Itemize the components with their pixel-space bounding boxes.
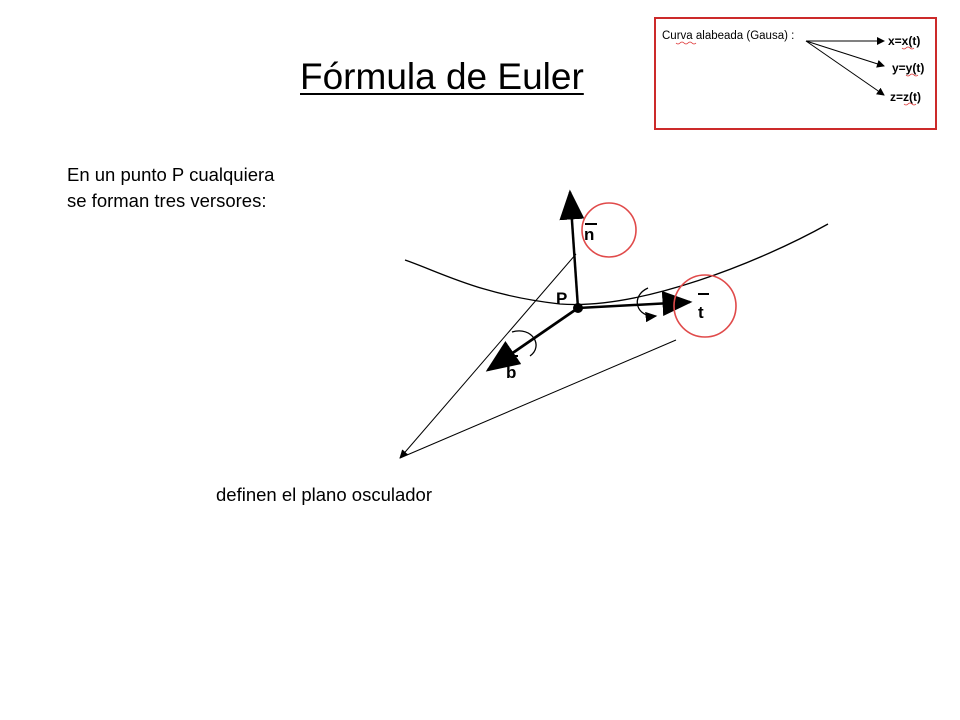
spellcheck-underline (903, 102, 917, 106)
binormal-rotation-arrow (511, 330, 537, 357)
inset-arrow-z (805, 40, 885, 96)
spellcheck-underline (675, 41, 697, 45)
parametric-curve-inset: Curva alabeada (Gausa) : x=x(t) y=y(t) z… (654, 17, 937, 130)
point-p-marker (573, 303, 583, 313)
normal-highlight-circle (581, 202, 637, 258)
point-p-label: P (556, 289, 567, 308)
osculating-plane-edge-right (399, 339, 677, 459)
inset-arrows (805, 37, 885, 96)
inset-equation-y: y=y(t) (892, 61, 924, 75)
spellcheck-underline (901, 46, 915, 50)
inset-equation-x: x=x(t) (888, 34, 920, 48)
slide-title: Fórmula de Euler (300, 56, 584, 97)
binormal-label: b (506, 363, 516, 382)
tangent-rotation-arrow (636, 287, 658, 323)
normal-label: n (584, 225, 594, 244)
inset-diagram: Curva alabeada (Gausa) : x=x(t) y=y(t) z… (662, 30, 924, 106)
osculating-plane-caption: definen el plano osculador (216, 484, 432, 505)
inset-arrow-y (805, 40, 885, 68)
inset-curve-label: Curva alabeada (Gausa) : (662, 30, 794, 42)
tangent-vector (577, 290, 693, 316)
spellcheck-underline (905, 73, 919, 77)
intro-text: En un punto P cualquiera se forman tres … (67, 162, 274, 214)
binormal-vector (485, 306, 579, 372)
tangent-highlight-circle (673, 274, 737, 338)
intro-line-2: se forman tres versores: (67, 190, 267, 211)
tangent-label: t (698, 303, 704, 322)
inset-equation-z: z=z(t) (890, 90, 921, 104)
osculating-plane-edge-left (399, 253, 577, 459)
space-curve (404, 223, 829, 306)
normal-vector (559, 189, 585, 309)
intro-line-1: En un punto P cualquiera (67, 164, 275, 185)
